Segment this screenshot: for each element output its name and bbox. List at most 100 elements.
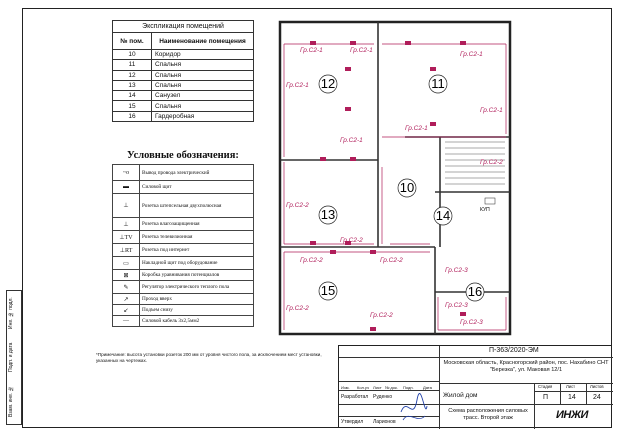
outer-walls	[278, 20, 512, 336]
room-number: 16	[468, 284, 482, 299]
legend-row: ▬Силовой щит	[112, 180, 254, 194]
stage-label: Стадия	[538, 384, 553, 389]
col-head: Лист	[373, 385, 382, 390]
stairs	[445, 141, 505, 185]
row-name: Гардеробная	[151, 110, 254, 123]
row-num: 15	[112, 100, 152, 112]
sockets	[310, 41, 466, 331]
group-label: Гр.С2-2	[370, 312, 393, 319]
cable-line-icon: —	[112, 315, 140, 327]
col-name: Наименование помещения	[151, 32, 254, 50]
legend-text: Силовой щит	[139, 180, 254, 194]
kup-label: КУП	[480, 207, 490, 213]
legend-text: Накладной щит под оборудование	[139, 256, 254, 270]
company-logo: ИНЖИ	[556, 409, 588, 421]
stage-value: П	[543, 394, 549, 401]
power-panel-icon: ▬	[112, 180, 140, 194]
cable-routes	[283, 43, 507, 331]
room-number: 13	[321, 207, 335, 222]
sheets-value: 24	[593, 394, 601, 401]
legend-text: Коробка уравнивания потенциалов	[139, 269, 254, 281]
group-label: Гр.С2-1	[286, 82, 309, 89]
col-head: Подп.	[403, 385, 414, 390]
inner-walls	[280, 22, 510, 334]
row-name: Санузел	[151, 90, 254, 102]
row-num: 11	[112, 59, 152, 71]
col-head: Кол.уч	[357, 385, 369, 390]
signature-icon	[400, 393, 428, 421]
internet-socket-icon: ⊥RT	[112, 243, 140, 257]
group-label: Гр.С2-1	[300, 47, 323, 54]
row-num: 16	[112, 110, 152, 123]
group-label: Гр.С2-2	[340, 237, 363, 244]
title-block: П-363/2020-ЭМ Московская область, Красно…	[338, 345, 613, 429]
col-head: Изм.	[341, 385, 350, 390]
legend-text: Розетка под интернет	[139, 243, 254, 257]
row-num: 12	[112, 69, 152, 81]
legend-row: ⊠Коробка уравнивания потенциалов	[112, 269, 254, 281]
row-num: 13	[112, 79, 152, 92]
row-num: 14	[112, 90, 152, 102]
potential-box-icon: ⊠	[112, 269, 140, 281]
row-name: Спальня	[151, 79, 254, 92]
legend-row: —Силовой кабель 3х2,5мм2	[112, 315, 254, 327]
col-num: № пом.	[112, 32, 152, 50]
strip-cell: Взам. инв. №	[8, 385, 14, 417]
rise-from-below-icon: ↙	[112, 304, 140, 316]
legend-title: Условные обозначения:	[127, 150, 239, 161]
legend-text: Розетка телевизионная	[139, 230, 254, 244]
group-label: Гр.С2-3	[460, 319, 483, 326]
explication-title: Экспликация помещений	[112, 20, 254, 33]
legend-text: Розетка влагозащищенная	[139, 217, 254, 231]
explication-table: Экспликация помещений № пом. Наименовани…	[112, 20, 254, 123]
legend-row: ▭Накладной щит под оборудование	[112, 256, 254, 270]
sheet-label: Лист	[566, 384, 576, 389]
kup-markers: КУП	[480, 197, 496, 213]
document-code: П-363/2020-ЭМ	[489, 347, 539, 354]
pass-up-icon: ↗	[112, 293, 140, 305]
sheets-label: Листов	[590, 384, 604, 389]
waterproof-socket-icon: ⊥	[112, 217, 140, 231]
group-label: Гр.С2-2	[300, 257, 323, 264]
row-name: Коридор	[151, 48, 254, 61]
room-number: 11	[431, 76, 445, 91]
socket-icon: ⊥	[112, 193, 140, 218]
group-label: Гр.С2-3	[445, 267, 468, 274]
equipment-panel-icon: ▭	[112, 256, 140, 270]
floor-plan: 12 11 10 13 14 15 16 Гр.С2-1 Гр.С2-1 Гр.…	[278, 20, 512, 336]
left-title-strip: Инв. № подл. Подп. и дата Взам. инв. №	[6, 290, 22, 425]
drawing-frame	[22, 8, 612, 428]
legend-text: Вывод провода электрический	[139, 164, 254, 181]
legend-row: ↙Подъем снизу	[112, 304, 254, 316]
group-label: Гр.С2-2	[286, 305, 309, 312]
group-label: Гр.С2-1	[340, 137, 363, 144]
tv-socket-icon: ⊥TV	[112, 230, 140, 244]
group-label: Гр.С2-3	[445, 302, 468, 309]
group-label: Гр.С2-1	[405, 125, 428, 132]
row-name: Спальня	[151, 59, 254, 71]
legend-text: Розетка штепсельная двухполюсная	[139, 193, 254, 218]
object-name: Жилой дом	[443, 392, 478, 399]
approver-name: Ларионов	[373, 419, 396, 425]
group-label: Гр.С2-2	[380, 257, 403, 264]
group-label: Гр.С2-2	[286, 202, 309, 209]
legend-row: ✎Регулятор электрического теплого пола	[112, 280, 254, 294]
group-label: Гр.С2-2	[480, 159, 503, 166]
wire-outlet-icon: ~o	[112, 164, 140, 181]
group-label: Гр.С2-1	[460, 51, 483, 58]
row-num: 10	[112, 48, 152, 61]
legend-row: ↗Проход вверх	[112, 293, 254, 305]
legend-text: Регулятор электрического теплого пола	[139, 280, 254, 294]
developer-name: Руденко	[373, 394, 393, 400]
col-head: Дата	[423, 385, 432, 390]
